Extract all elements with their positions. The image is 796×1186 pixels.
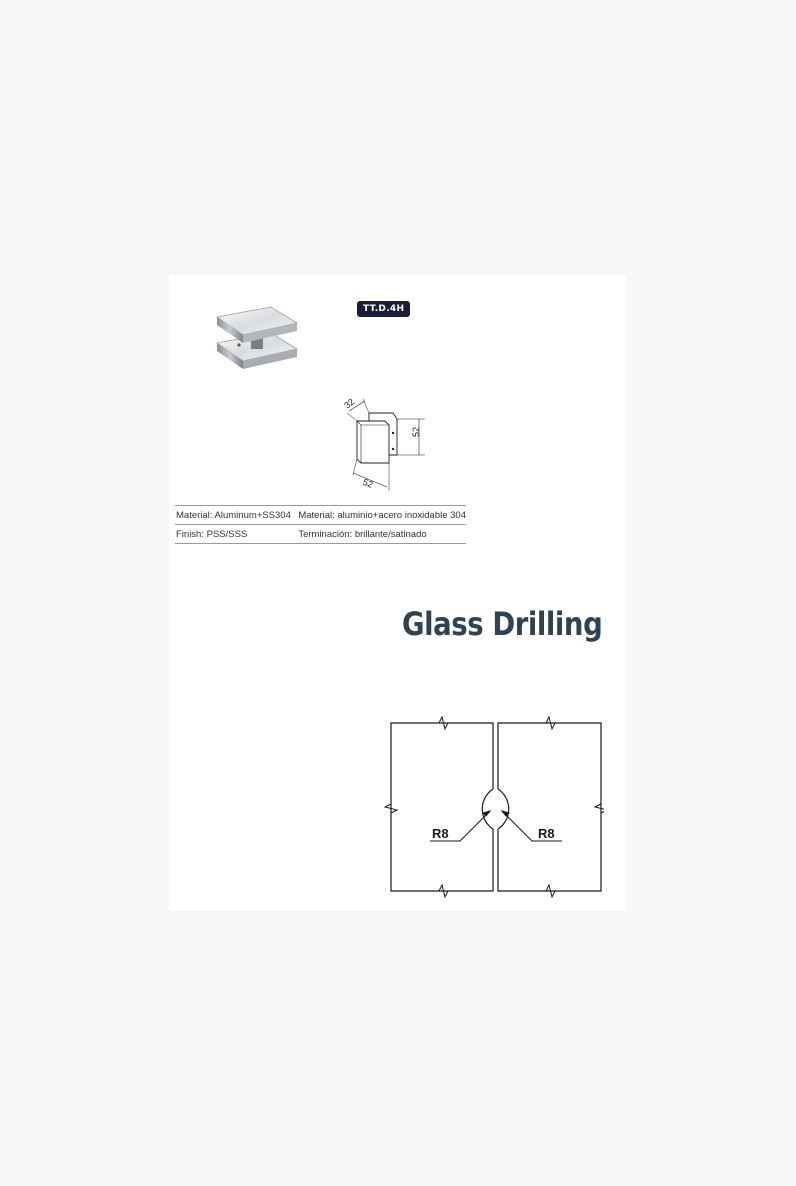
spec-row-material: Material: Aluminum+SS304 Material: alumi… bbox=[175, 505, 466, 525]
square-glass-knob-photo bbox=[215, 306, 299, 369]
spec-material-es: Material: aluminio+acero inoxidable 304 bbox=[298, 510, 466, 521]
left-radius-label: R8 bbox=[432, 826, 449, 841]
spec-table: Material: Aluminum+SS304 Material: alumi… bbox=[175, 505, 466, 544]
depth-dimension-label: 32 bbox=[342, 397, 356, 411]
glass-drilling-diagram: R8 R8 bbox=[384, 716, 604, 898]
spec-material-en: Material: Aluminum+SS304 bbox=[176, 510, 291, 521]
model-code-badge: TT.D.4H bbox=[357, 301, 411, 317]
dimension-drawing: 32 52 52 bbox=[342, 397, 425, 491]
width-dimension-label: 52 bbox=[361, 477, 374, 490]
spec-finish-es: Terminación: brillante/satinado bbox=[298, 529, 427, 540]
right-radius-label: R8 bbox=[538, 826, 555, 841]
catalog-sheet: TT.D.4H 32 52 52 Material: Aluminum+SS30… bbox=[169, 275, 626, 911]
section-title: Glass Drilling bbox=[402, 605, 603, 643]
height-dimension-label: 52 bbox=[411, 427, 421, 437]
spec-finish-en: Finish: PSS/SSS bbox=[176, 529, 248, 540]
spec-row-finish: Finish: PSS/SSS Terminación: brillante/s… bbox=[175, 524, 466, 544]
